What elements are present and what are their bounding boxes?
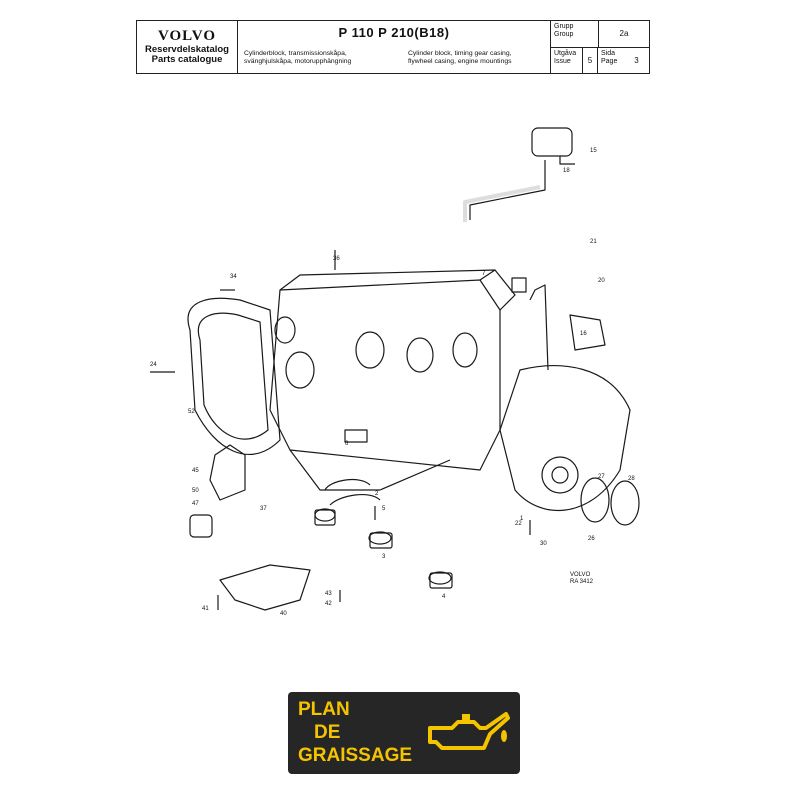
callout-26: 26 — [588, 536, 595, 542]
oil-can-icon — [428, 712, 510, 750]
brand-cell: VOLVO Reservdelskatalog Parts catalogue — [137, 21, 238, 73]
callout-6: 6 — [345, 441, 349, 447]
desc-sv-line-1: Cylinderblock, transmissionskåpa, — [244, 50, 347, 57]
model-title: P 110 P 210(B18) — [338, 25, 450, 40]
ref-code-line-2: RA 3412 — [570, 579, 594, 585]
callout-20: 20 — [598, 278, 605, 284]
group-value: 2a — [619, 29, 629, 39]
issue-page-row: Utgåva Issue 5 Sida Page 3 — [551, 47, 649, 74]
callout-43: 43 — [325, 591, 332, 597]
title-cell: P 110 P 210(B18) Cylinderblock, transmis… — [238, 21, 551, 73]
meta-cell: Grupp Group 2a Utgåva Issue 5 Sida Page … — [551, 21, 649, 73]
callout-34: 34 — [230, 274, 237, 280]
callout-36: 36 — [333, 256, 340, 262]
part-callouts: 1 2 3 4 5 6 7 16 15 18 21 20 22 30 27 28… — [150, 148, 635, 617]
callout-2: 2 — [375, 491, 379, 497]
issue-label-sv: Utgåva — [554, 49, 577, 57]
callout-7: 7 — [482, 271, 486, 277]
group-label-sv: Grupp — [554, 23, 574, 30]
volvo-logo: VOLVO — [157, 28, 217, 45]
callout-45: 45 — [192, 468, 199, 474]
exploded-parts-diagram: 1 2 3 4 5 6 7 16 15 18 21 20 22 30 27 28… — [150, 127, 640, 617]
issue-value: 5 — [583, 47, 598, 73]
callout-15: 15 — [590, 148, 597, 154]
page-label-en: Page — [601, 57, 618, 65]
ref-code-line-1: VOLVO — [570, 572, 591, 578]
callout-37: 37 — [260, 506, 267, 512]
callout-40: 40 — [280, 611, 287, 617]
lubrication-plan-badge[interactable]: PLAN DE GRAISSAGE — [288, 692, 520, 774]
badge-line-2: DE — [314, 722, 341, 743]
callout-28: 28 — [628, 476, 635, 482]
callout-4: 4 — [442, 594, 446, 600]
callout-21: 21 — [590, 239, 597, 245]
callout-18: 18 — [563, 168, 570, 174]
group-label-en: Group — [554, 31, 574, 39]
page-label: Sida Page — [598, 48, 624, 74]
callout-3: 3 — [382, 554, 386, 560]
callout-24: 24 — [150, 362, 157, 368]
callout-16: 16 — [580, 331, 587, 337]
catalog-en: Parts catalogue — [151, 53, 223, 65]
callout-22: 22 — [515, 521, 522, 527]
callout-50: 50 — [192, 488, 199, 494]
issue-label: Utgåva Issue — [551, 47, 583, 73]
desc-en-line-2: flywheel casing, engine mountings — [408, 58, 512, 66]
callout-41: 41 — [202, 606, 209, 612]
badge-line-1: PLAN — [298, 699, 350, 720]
callout-27: 27 — [598, 474, 605, 480]
callout-1: 1 — [520, 516, 524, 522]
description-swedish: Cylinderblock, transmissionskåpa, svängh… — [244, 50, 351, 67]
callout-52: 52 — [188, 409, 195, 415]
description-english: Cylinder block, timing gear casing, flyw… — [408, 50, 512, 67]
group-row: Grupp Group 2a — [551, 21, 649, 48]
page-label-sv: Sida — [601, 49, 616, 57]
callout-30: 30 — [540, 541, 547, 547]
page-value: 3 — [634, 55, 639, 65]
catalog-header: VOLVO Reservdelskatalog Parts catalogue … — [136, 20, 650, 74]
catalog-sv: Reservdelskatalog — [145, 43, 229, 55]
callout-5: 5 — [382, 506, 386, 512]
badge-line-3: GRAISSAGE — [298, 745, 413, 766]
callout-47: 47 — [192, 501, 199, 507]
callout-42: 42 — [325, 601, 332, 607]
badge-text: PLAN DE GRAISSAGE — [298, 698, 412, 767]
desc-sv-line-2: svänghjulskåpa, motorupphängning — [244, 58, 352, 66]
group-label: Grupp Group — [551, 21, 599, 47]
desc-en-line-1: Cylinder block, timing gear casing, — [408, 50, 512, 57]
issue-label-en: Issue — [554, 57, 571, 65]
